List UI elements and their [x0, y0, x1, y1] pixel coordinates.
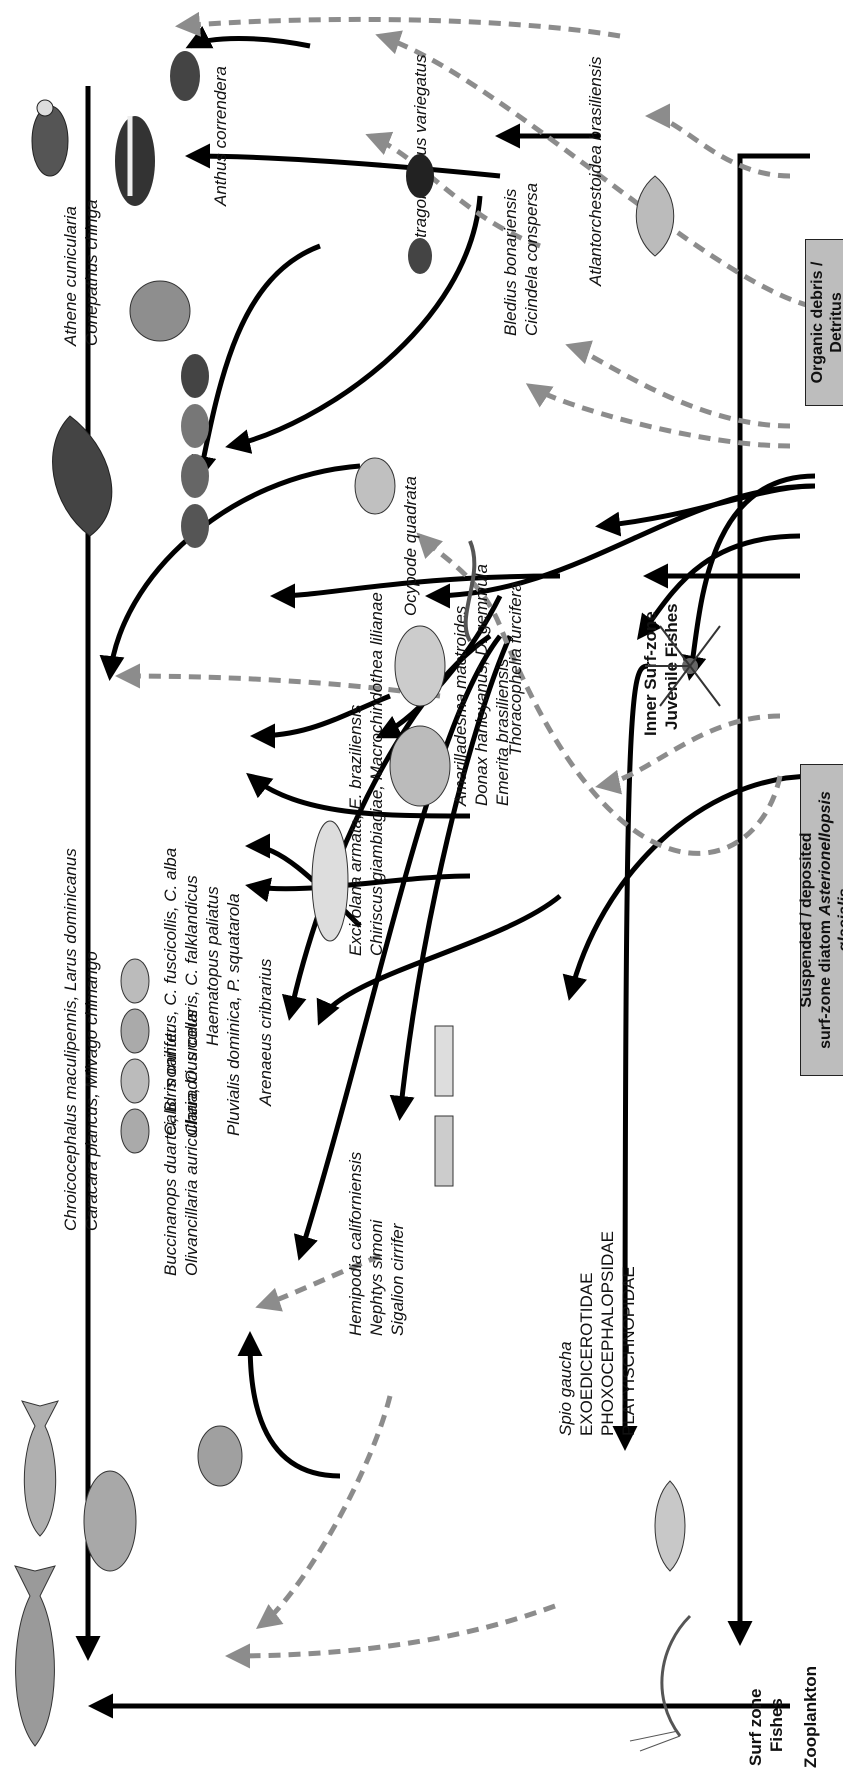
amphipod-figure-2: [635, 175, 675, 257]
arrow-amari-to-bucc: [281, 633, 492, 1021]
arrow-juv-to-fishes: [727, 153, 810, 1646]
arrow-debris-to-bledius: [595, 483, 816, 537]
crab-figure-2: [197, 1425, 243, 1487]
dashed-susp-to-thora: [595, 713, 781, 795]
polychaete-figure: [434, 1025, 454, 1187]
gull-figure: [31, 99, 69, 177]
skunk-figure: [115, 116, 155, 206]
arrow-excirolana-to-calidris: [250, 693, 391, 749]
arrow-families-to-calidris: [246, 772, 471, 819]
fish-figure-2: [21, 1400, 59, 1537]
node-atlantorchestoidea: Atlantorchestoidea brasiliensis: [586, 56, 605, 286]
arrow-thora-to-calidris: [316, 894, 562, 1026]
flatfish-figure: [83, 1470, 137, 1572]
hawk-figure: [52, 415, 113, 537]
box-organic-debris: Organic debris /Detritus: [805, 239, 843, 406]
arrow-arenaeus-to-fishes: [237, 1331, 341, 1479]
dashed-debris-to-athene: [375, 30, 811, 309]
dashed-susp-to-ocypode: [416, 532, 783, 856]
beetle-figure: [406, 154, 434, 274]
diatom-figure: [645, 625, 721, 707]
worm-figure: [463, 540, 477, 643]
isopod-figure: [311, 820, 349, 942]
dashed-spio-to-fishes: [225, 1603, 556, 1669]
dashed-excirolana-to-gull: [115, 663, 441, 699]
arrow-amari-to-hemi: [389, 634, 513, 1121]
dashed-debris-to-cicindela: [565, 340, 791, 429]
dashed-debris-to-atlanto: [645, 103, 791, 179]
dashed-debris-to-bledius: [525, 383, 791, 449]
arrow-tetragono-to-anthus: [185, 25, 311, 49]
crab-figure: [354, 457, 396, 515]
sandpiper-figure: [181, 354, 209, 548]
arrow-susp-to-thora: [562, 773, 816, 1001]
node-arenaeus: Arenaeus cribrarius: [256, 958, 275, 1106]
snail-figure: [120, 958, 150, 1154]
arrow-amari-to-calidris: [270, 573, 561, 609]
arrow-susp-to-juv: [637, 533, 801, 641]
clam-figure: [389, 625, 451, 807]
node-chroicocephalus: Chroicocephalus maculipennis, Larus domi…: [61, 848, 101, 1231]
owl-figure: [129, 280, 191, 342]
dashed-atlanto-to-anthus: [175, 11, 621, 39]
shrimp-figure: [629, 1614, 692, 1752]
bird-figure: [170, 51, 200, 101]
arrow-thora-to-anthus: [225, 195, 483, 454]
dashed-bledius-to-athene: [365, 131, 541, 249]
box-suspended-diatom: Suspended / deposited surf-zone diatom A…: [798, 764, 843, 1076]
arrow-bledius-to-anthus: [185, 143, 501, 179]
node-zooplankton: Zooplankton: [801, 1666, 820, 1768]
fish-figure: [14, 1565, 56, 1747]
arrow-debris-to-thora: [681, 473, 816, 681]
arrow-bucc-to-calidris: [245, 873, 471, 903]
arrow-anthus-to-calidris: [191, 243, 321, 481]
amphipod-figure: [654, 1480, 686, 1572]
dashed-hemi-to-fishes: [256, 1395, 393, 1630]
arrow-juv-to-families: [612, 663, 649, 1451]
